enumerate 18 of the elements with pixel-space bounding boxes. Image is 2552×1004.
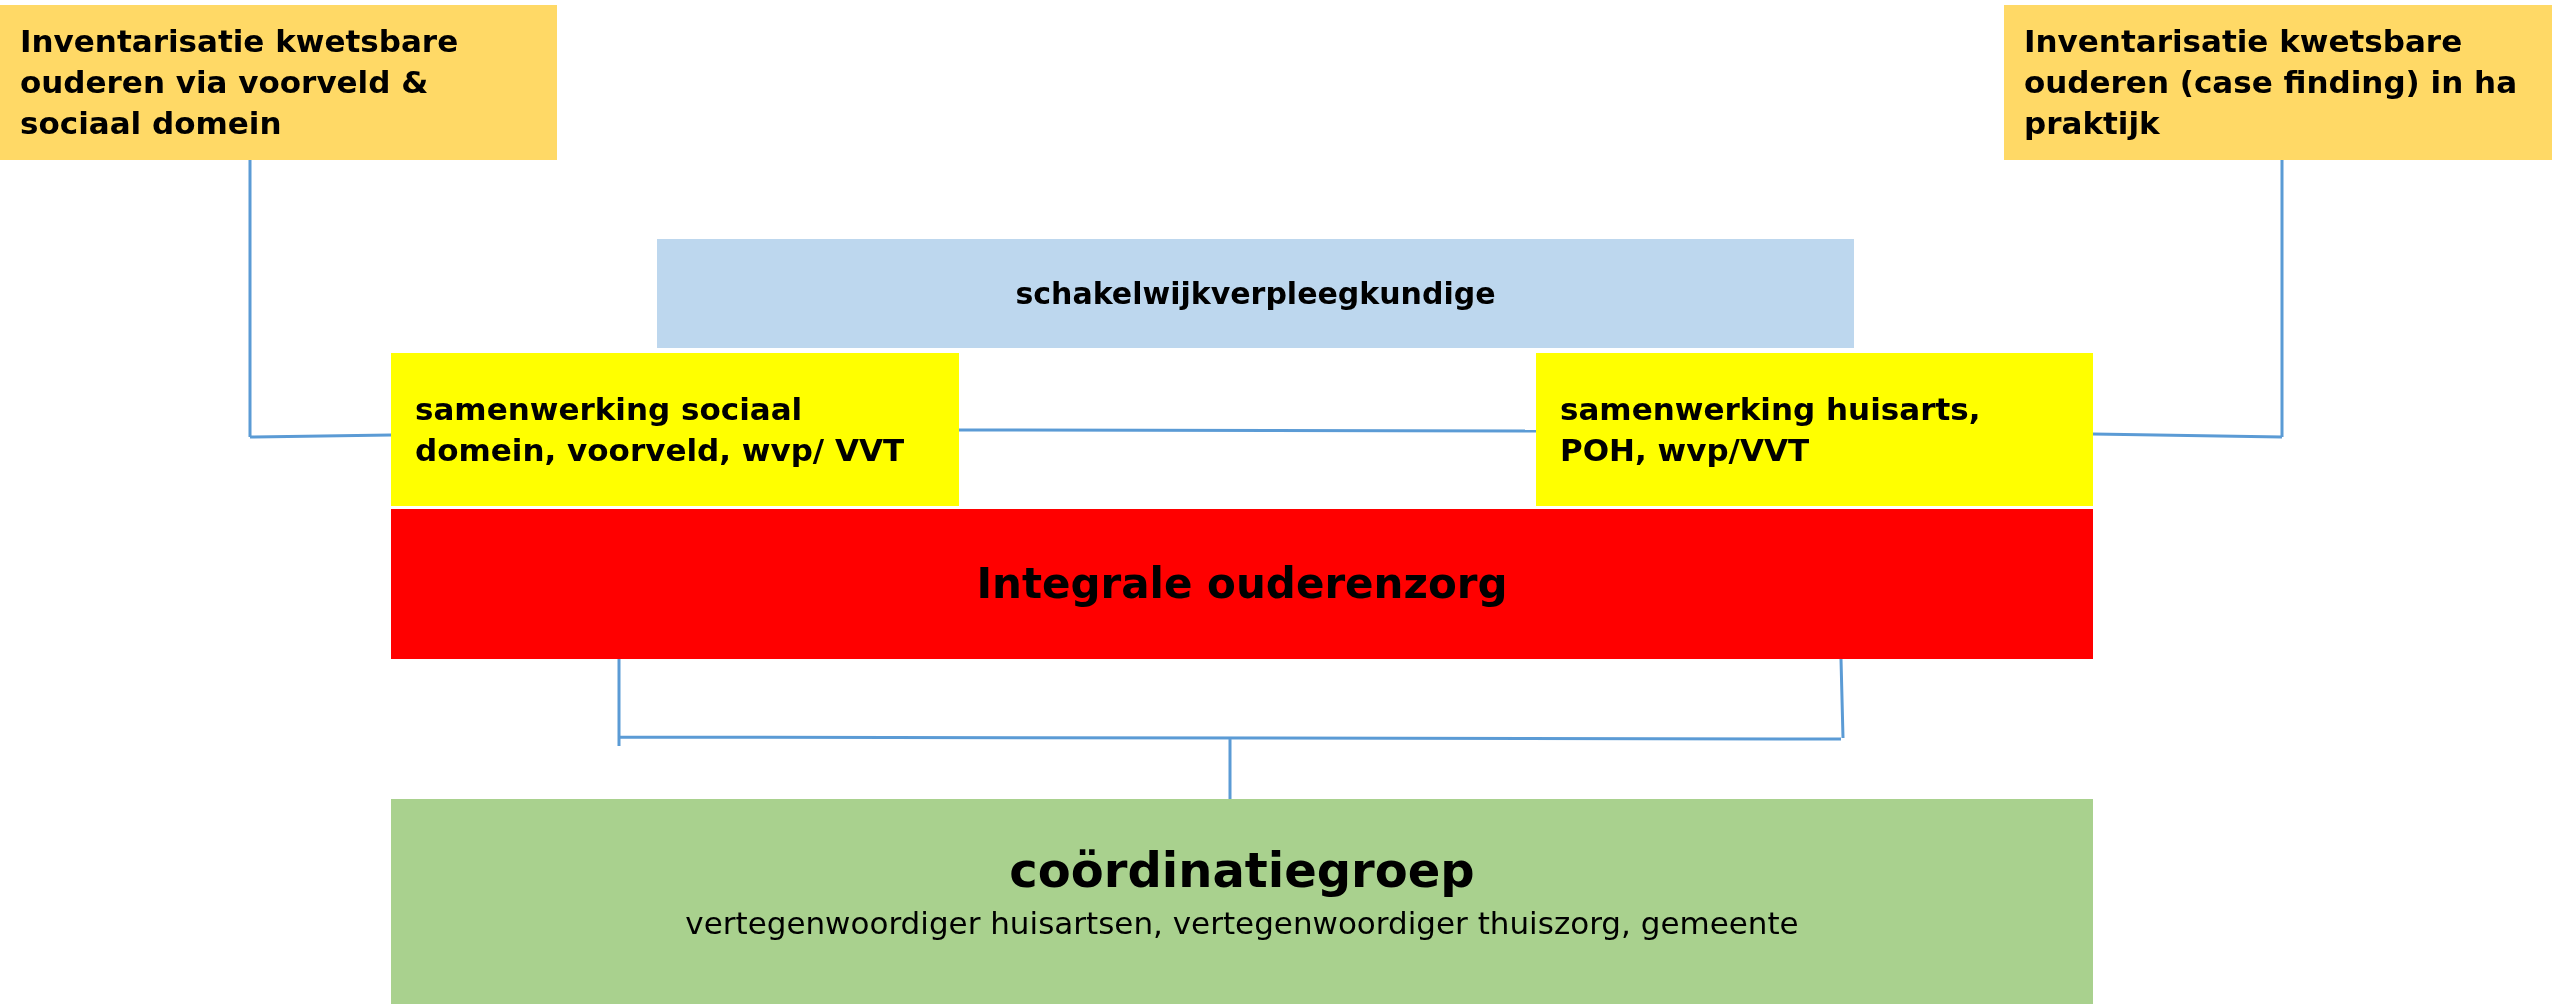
node-heading: schakelwijkverpleegkundige (1015, 274, 1496, 313)
node-heading: Integrale ouderenzorg (976, 558, 1508, 611)
process-box (2004, 5, 2552, 160)
process-box (1536, 353, 2093, 506)
node-heading: samenwerking sociaal domein, voorveld, wvp/ VVT (415, 389, 906, 470)
process-box (0, 5, 557, 160)
connector-line (617, 657, 1845, 801)
node-heading: samenwerking huisarts, POH, wvp/VVT (1560, 389, 1982, 470)
connector-line (248, 158, 393, 439)
process-box (391, 353, 959, 506)
node-heading: Inventarisatie kwetsbare ouderen (case finding) in ha praktijk (2024, 22, 2519, 143)
group-box (391, 799, 2093, 1004)
node-heading: coördinatiegroep (1009, 841, 1475, 901)
central-bar (391, 509, 2093, 659)
role-bar (657, 239, 1854, 348)
connector-line (959, 428, 1536, 433)
node-description: vertegenwoordiger huisartsen, vertegenwoordiger thuiszorg, gemeente (685, 903, 1799, 943)
node-heading: Inventarisatie kwetsbare ouderen via voorveld & sociaal domein (20, 22, 460, 143)
